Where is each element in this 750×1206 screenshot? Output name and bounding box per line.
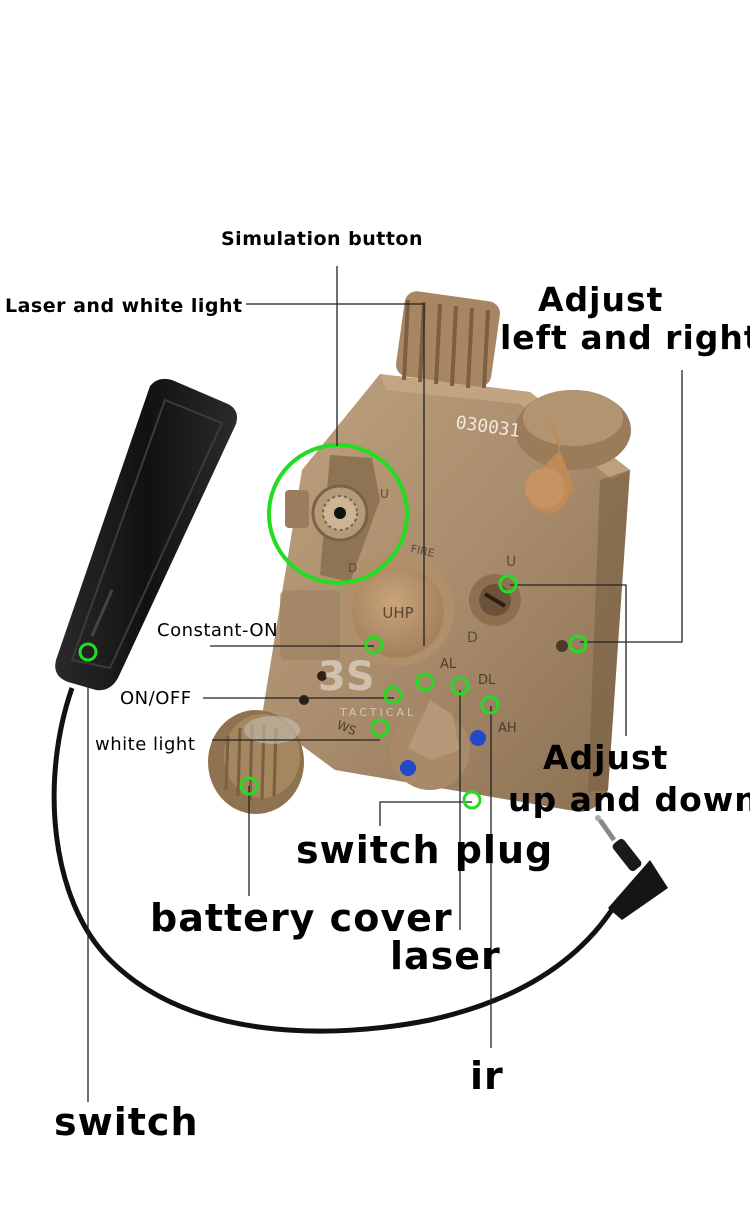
label-adjust-ud-1: Adjust — [543, 738, 669, 777]
u-right-text: U — [506, 554, 516, 570]
label-adjust-ud-2: up and down — [508, 780, 750, 819]
label-switch: switch — [54, 1100, 199, 1144]
green-circle-marker-icon — [78, 642, 98, 662]
pressure-switch-pad — [55, 378, 238, 691]
label-constant-on: Constant-ON — [157, 620, 279, 641]
label-laser-white-light: Laser and white light — [5, 295, 243, 317]
green-circle-marker-icon — [480, 695, 500, 715]
label-ir: ir — [470, 1054, 504, 1098]
battery-cover-icon — [208, 710, 304, 814]
label-adjust-lr-1: Adjust — [538, 280, 664, 319]
laser-device-body: UHP — [208, 291, 631, 814]
mode-selector-icon — [390, 700, 486, 790]
uhp-button-icon: UHP — [342, 554, 454, 666]
watermark-logo: 3S — [318, 654, 375, 700]
label-white-light: white light — [95, 734, 196, 755]
fire-text: FIRE — [409, 542, 435, 560]
green-circle-marker-icon — [383, 685, 403, 705]
al-text: AL — [440, 657, 457, 672]
jack-plug — [595, 815, 668, 920]
label-switch-plug: switch plug — [296, 828, 554, 872]
label-battery-cover: battery cover — [150, 896, 453, 940]
green-circle-marker-icon — [568, 634, 588, 654]
watermark-sub: TACTICAL — [339, 706, 416, 719]
label-on-off: ON/OFF — [120, 688, 192, 709]
label-adjust-lr-2: left and right — [500, 318, 750, 357]
simulation-highlight-circle — [267, 443, 409, 585]
ws-text: WS — [335, 718, 358, 738]
dl-text: DL — [478, 673, 496, 688]
d-top-text: D — [348, 561, 357, 575]
switch-cable — [51, 687, 618, 1034]
uhp-text: UHP — [382, 604, 413, 622]
right-cap-icon — [515, 390, 631, 514]
green-circle-marker-icon — [415, 672, 435, 692]
left-knob-icon — [396, 291, 500, 389]
leader-lines — [87, 266, 683, 1102]
updown-adjuster-icon — [469, 574, 521, 626]
green-circle-marker-icon — [450, 676, 470, 696]
green-circle-marker-icon — [239, 776, 259, 796]
label-laser: laser — [390, 934, 501, 978]
green-circle-marker-icon — [364, 635, 384, 655]
simulation-button-icon — [285, 455, 380, 582]
green-circle-marker-icon — [498, 574, 518, 594]
label-simulation-button: Simulation button — [221, 228, 424, 250]
green-circle-markers — [78, 574, 588, 810]
u-top-text: U — [380, 487, 389, 501]
green-circle-marker-icon — [370, 718, 390, 738]
green-circle-marker-icon — [462, 790, 482, 810]
d-right-text: D — [467, 630, 478, 646]
ah-text: AH — [498, 721, 517, 736]
